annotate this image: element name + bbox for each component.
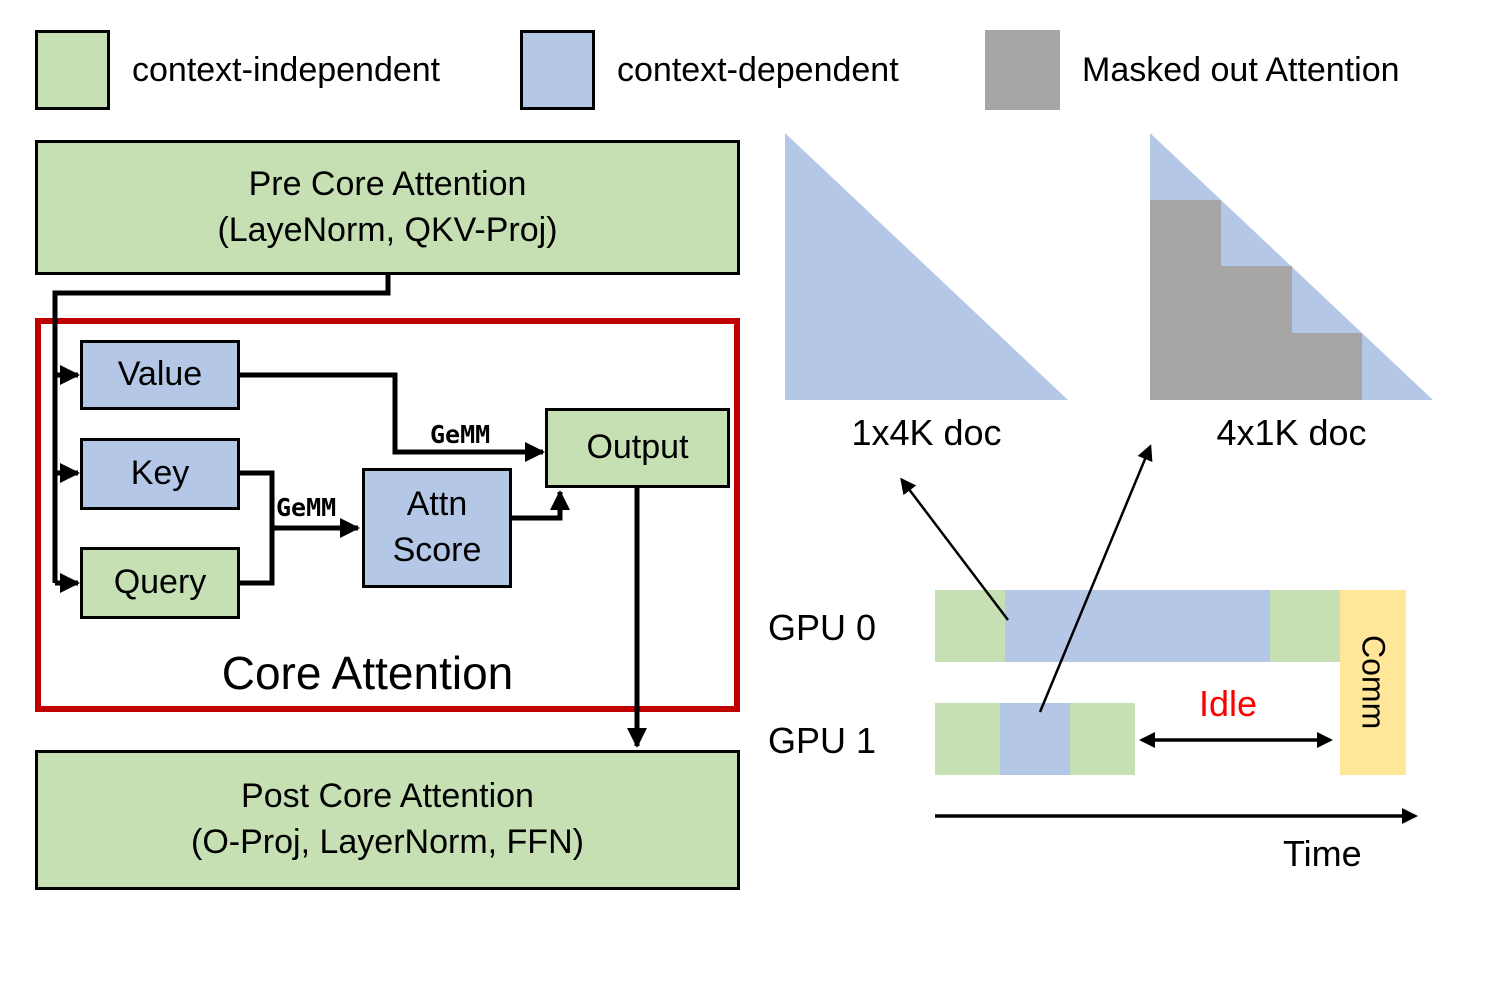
attn-score-line2: Score bbox=[392, 531, 482, 569]
legend-item-context-dependent: context-dependent bbox=[520, 30, 899, 110]
attn-score-box: Attn Score bbox=[362, 468, 512, 588]
legend-item-context-independent: context-independent bbox=[35, 30, 440, 110]
post-core-attention-line1: Post Core Attention bbox=[241, 777, 534, 816]
legend-swatch-green bbox=[35, 30, 110, 110]
gpu1-bar bbox=[935, 703, 1135, 775]
gpu0-bar bbox=[935, 590, 1340, 662]
mask-triangle-4x1k-blue bbox=[1150, 133, 1433, 400]
pre-core-attention-line1: Pre Core Attention bbox=[248, 164, 527, 203]
legend-item-masked-attention: Masked out Attention bbox=[985, 30, 1400, 110]
query-label: Query bbox=[113, 563, 207, 602]
gemm-label-top: GeMM bbox=[430, 420, 491, 449]
time-label: Time bbox=[1283, 833, 1362, 874]
key-label: Key bbox=[130, 454, 190, 493]
pre-core-attention-box: Pre Core Attention (LayeNorm, QKV-Proj) bbox=[35, 140, 740, 275]
gpu0-segment-green-1 bbox=[935, 590, 1005, 662]
gpu1-segment-green-1 bbox=[935, 703, 1000, 775]
legend-label-masked-attention: Masked out Attention bbox=[1082, 50, 1400, 89]
gpu1-segment-green-2 bbox=[1070, 703, 1135, 775]
key-box: Key bbox=[80, 438, 240, 510]
legend-swatch-gray bbox=[985, 30, 1060, 110]
gpu0-segment-green-2 bbox=[1270, 590, 1340, 662]
gpu1-label: GPU 1 bbox=[768, 720, 877, 761]
output-box: Output bbox=[545, 408, 730, 488]
value-box: Value bbox=[80, 340, 240, 410]
query-box: Query bbox=[80, 547, 240, 619]
idle-label: Idle bbox=[1198, 683, 1258, 724]
pre-core-attention-line2: (LayeNorm, QKV-Proj) bbox=[217, 210, 558, 249]
gpu1-segment-blue bbox=[1000, 703, 1070, 775]
output-label: Output bbox=[586, 428, 689, 467]
core-attention-title: Core Attention bbox=[221, 647, 514, 699]
mask-triangle-4x1k-gray-staircase bbox=[1150, 200, 1362, 400]
doc1-label: 1x4K doc bbox=[851, 412, 1002, 453]
legend-label-context-dependent: context-dependent bbox=[617, 50, 899, 89]
doc2-label: 4x1K doc bbox=[1216, 412, 1367, 453]
legend-swatch-blue bbox=[520, 30, 595, 110]
post-core-attention-box: Post Core Attention (O-Proj, LayerNorm, … bbox=[35, 750, 740, 890]
comm-box: Comm bbox=[1340, 590, 1406, 775]
comm-label: Comm bbox=[1355, 635, 1392, 730]
gpu0-segment-blue bbox=[1005, 590, 1270, 662]
legend-label-context-independent: context-independent bbox=[132, 50, 441, 89]
mask-triangle-1x4k bbox=[785, 133, 1068, 400]
gpu0-label: GPU 0 bbox=[768, 607, 877, 648]
arrow-gpu1-to-doc2 bbox=[1038, 444, 1153, 713]
attn-score-line1: Attn bbox=[406, 485, 468, 524]
post-core-attention-line2: (O-Proj, LayerNorm, FFN) bbox=[191, 823, 584, 861]
value-label: Value bbox=[117, 355, 203, 394]
gemm-label-left: GeMM bbox=[276, 493, 337, 522]
